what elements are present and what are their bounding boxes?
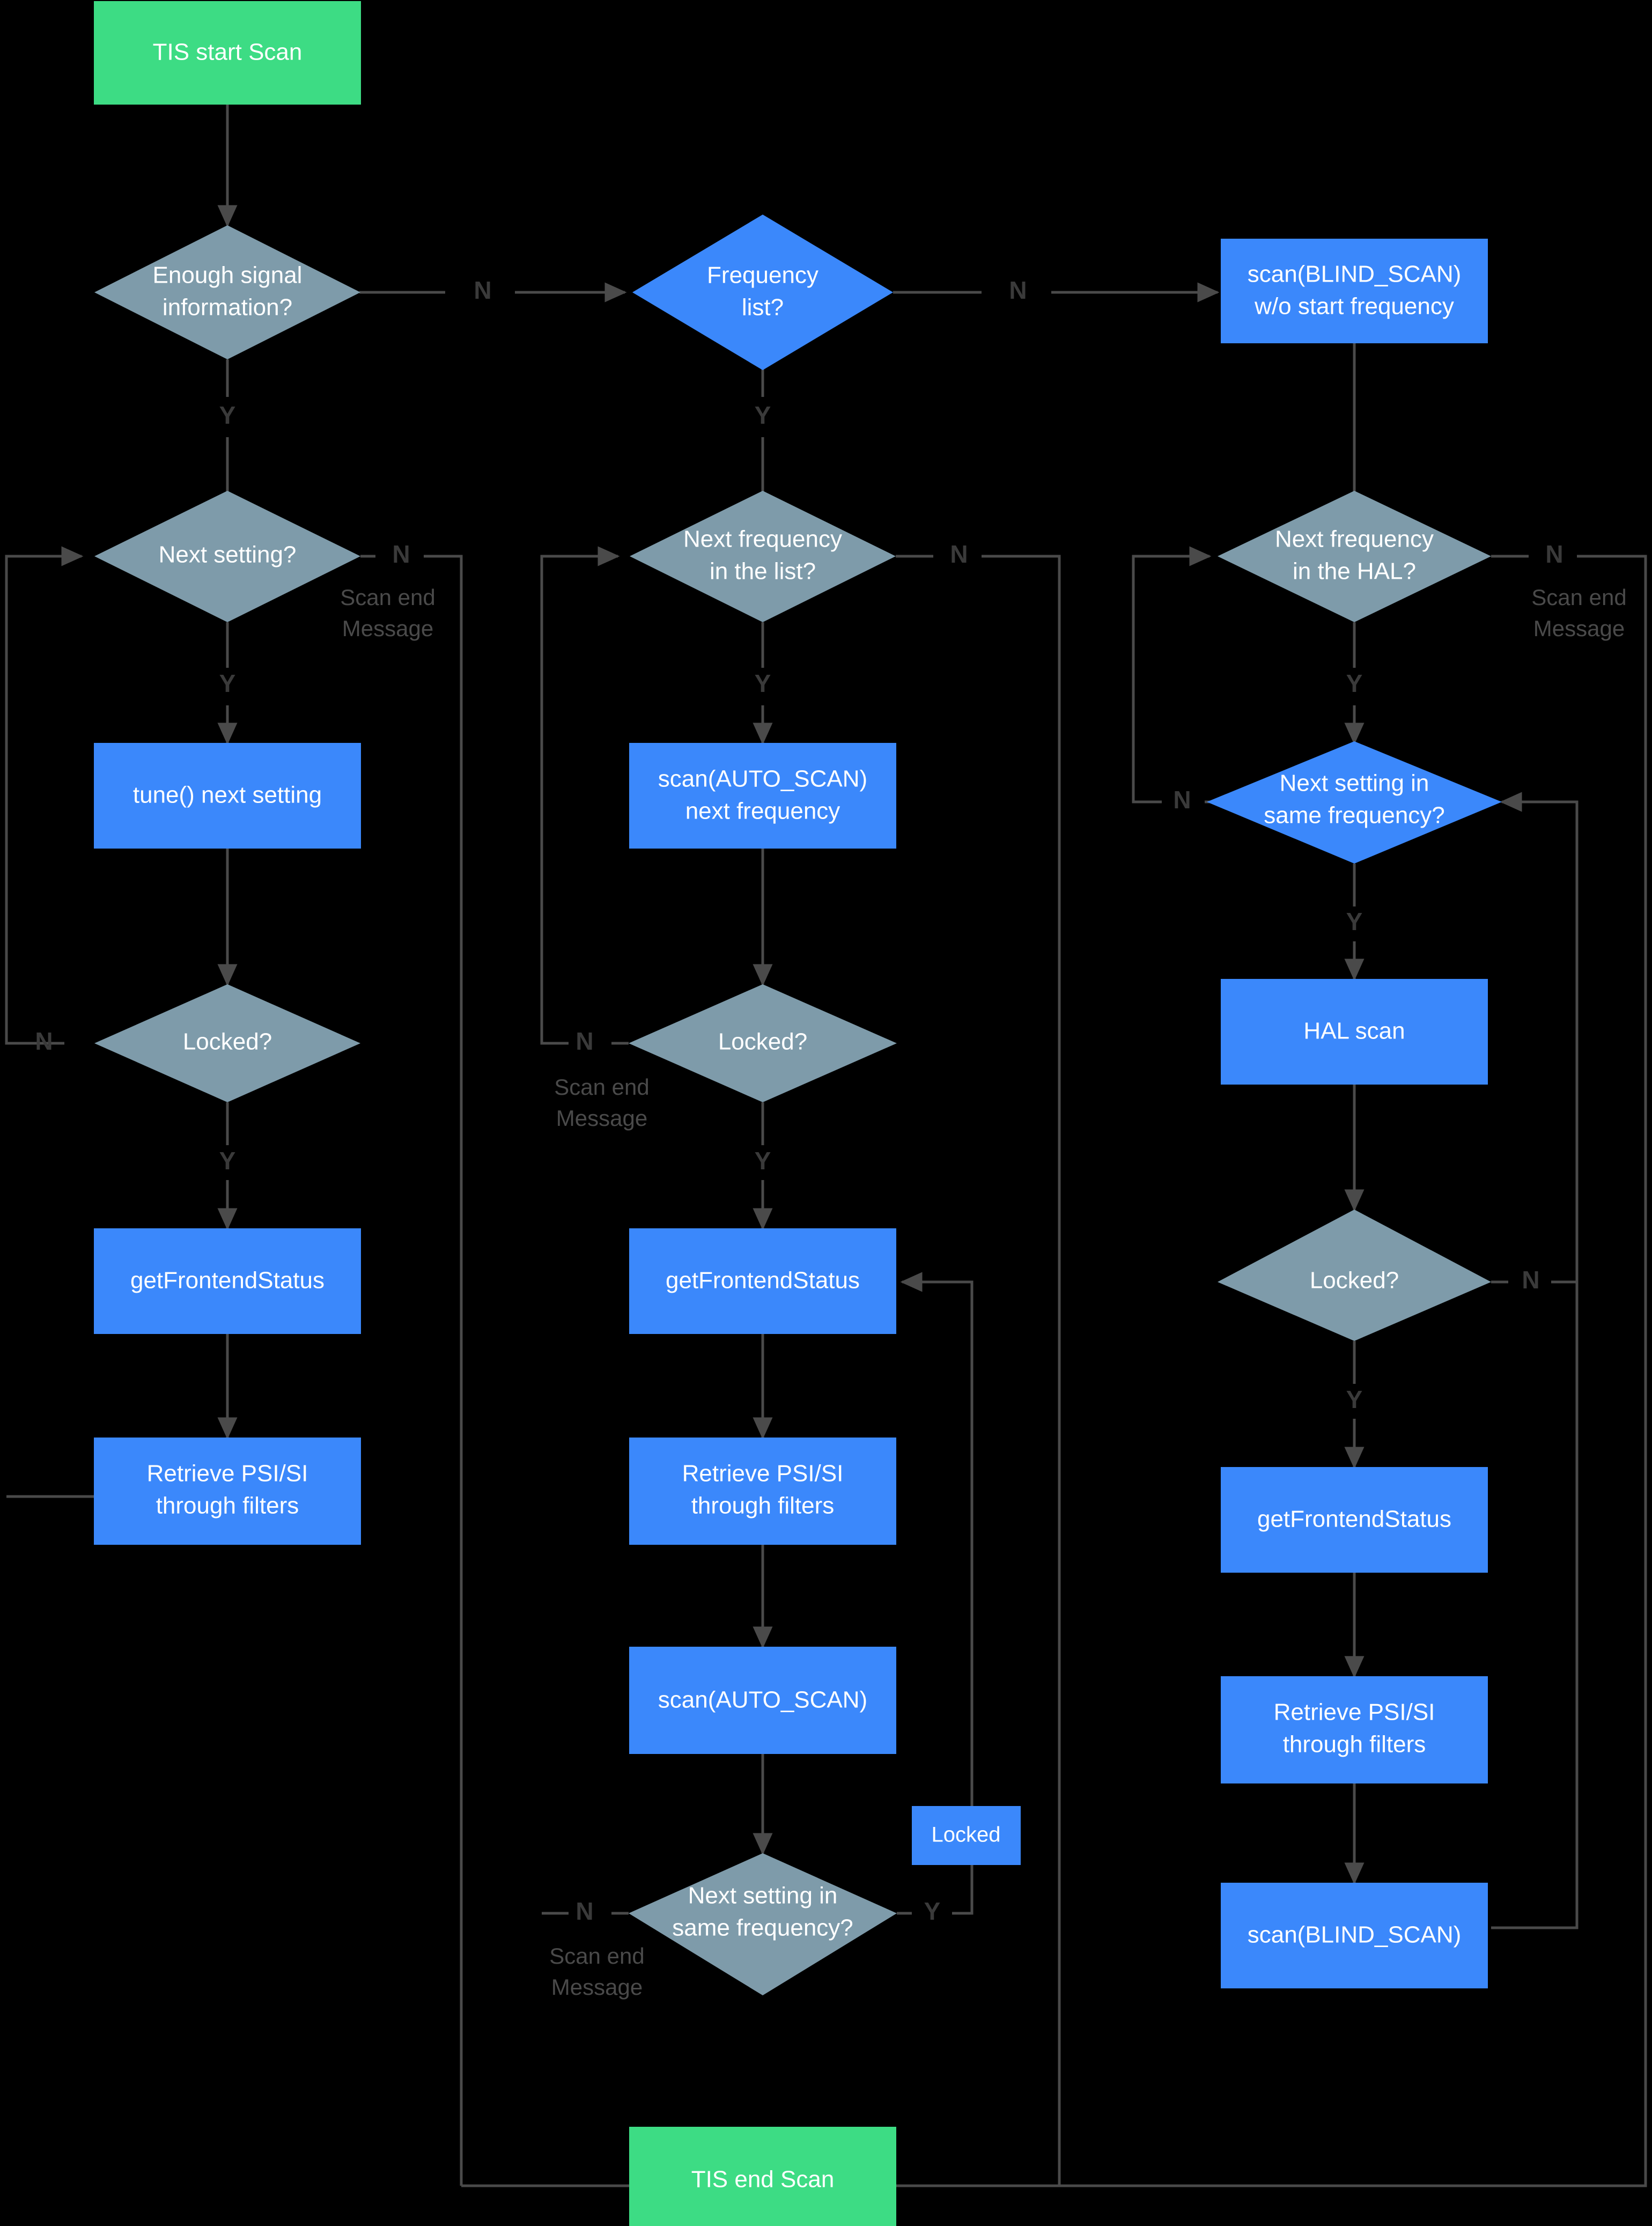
node-locked-mid[interactable]: Locked? xyxy=(629,984,897,1102)
svg-text:Scan end: Scan end xyxy=(549,1943,644,1969)
svg-text:Message: Message xyxy=(342,616,433,641)
branch-label-n-next-freq-list: N xyxy=(950,540,968,568)
node-tune-next-setting[interactable]: tune() next setting xyxy=(94,743,361,849)
node-locked-left[interactable]: Locked? xyxy=(94,984,360,1102)
branch-label-y-locked-right: Y xyxy=(1346,1385,1363,1413)
branch-label-y-enough-signal: Y xyxy=(219,401,236,429)
edge-nssf-mid-y-b xyxy=(900,1272,974,1915)
branch-label-y-nssf-right: Y xyxy=(1346,908,1363,935)
branch-letters-layer: N Y N Y N Y N Y N Y N Y N Y N Y N Y N Y xyxy=(35,276,1563,1925)
branch-label-n-next-setting: N xyxy=(392,540,410,568)
node-next-setting-in-same-frequency-mid[interactable]: Next setting in same frequency? xyxy=(629,1853,897,1995)
edge-nssf-right-n-b xyxy=(1132,546,1212,804)
node-next-frequency-in-the-hal[interactable]: Next frequency in the HAL? xyxy=(1218,491,1491,622)
edges-layer xyxy=(5,105,1647,2196)
node-retrieve-psi-si-left[interactable]: Retrieve PSI/SI through filters xyxy=(94,1438,361,1545)
node-next-frequency-in-the-list[interactable]: Next frequency in the list? xyxy=(630,491,896,622)
node-retrieve-psi-si-right[interactable]: Retrieve PSI/SI through filters xyxy=(1221,1676,1488,1783)
edge-blindscan-loop xyxy=(1491,792,1579,1929)
branch-label-y-freq-list: Y xyxy=(755,401,771,429)
node-scan-blind-scan[interactable]: scan(BLIND_SCAN) xyxy=(1221,1883,1488,1988)
edge-nfh-n-b xyxy=(856,555,1647,2196)
node-next-setting[interactable]: Next setting? xyxy=(94,491,360,622)
note-scan-end-mid-nssf: Scan end Message xyxy=(549,1943,644,2000)
node-hal-scan[interactable]: HAL scan xyxy=(1221,979,1488,1085)
node-scan-auto-scan[interactable]: scan(AUTO_SCAN) xyxy=(629,1647,896,1754)
node-locked-right[interactable]: Locked? xyxy=(1218,1210,1491,1341)
node-getfrontendstatus-left[interactable]: getFrontendStatus xyxy=(94,1228,361,1334)
nodes-layer: TIS start Scan Enough signal information… xyxy=(94,1,1502,2226)
branch-label-y-next-freq-hal: Y xyxy=(1346,669,1363,697)
scan-end-notes-layer: Scan end Message Scan end Message Scan e… xyxy=(340,585,1626,2000)
branch-label-n-enough-signal: N xyxy=(474,276,491,304)
svg-text:Message: Message xyxy=(556,1105,647,1131)
node-scan-auto-scan-next-frequency[interactable]: scan(AUTO_SCAN) next frequency xyxy=(629,743,896,849)
note-scan-end-left: Scan end Message xyxy=(340,585,435,641)
node-scan-blind-scan-wo-start-frequency[interactable]: scan(BLIND_SCAN) w/o start frequency xyxy=(1221,239,1488,343)
node-getfrontendstatus-right[interactable]: getFrontendStatus xyxy=(1221,1467,1488,1573)
branch-label-n-locked-right: N xyxy=(1522,1266,1539,1294)
svg-text:Scan end: Scan end xyxy=(340,585,435,610)
svg-text:Scan end: Scan end xyxy=(554,1074,649,1100)
branch-label-y-locked-mid: Y xyxy=(755,1147,771,1175)
node-locked-tag[interactable]: Locked xyxy=(912,1806,1021,1865)
svg-text:Scan end: Scan end xyxy=(1531,585,1626,610)
branch-label-y-nssf-mid: Y xyxy=(924,1897,941,1925)
note-scan-end-right: Scan end Message xyxy=(1531,585,1626,641)
branch-label-n-nssf-right: N xyxy=(1173,786,1191,814)
svg-text:Message: Message xyxy=(1533,616,1625,641)
node-tis-start-scan[interactable]: TIS start Scan xyxy=(94,1,361,105)
branch-label-n-nssf-mid: N xyxy=(576,1897,593,1925)
edge-next-setting-n-b xyxy=(424,555,463,2186)
node-next-setting-in-same-frequency-right[interactable]: Next setting in same frequency? xyxy=(1207,741,1502,864)
node-tis-end-scan[interactable]: TIS end Scan xyxy=(629,2127,896,2226)
node-enough-signal-information[interactable]: Enough signal information? xyxy=(94,225,360,359)
branch-label-y-next-freq-list: Y xyxy=(755,669,771,697)
branch-label-y-locked-left: Y xyxy=(219,1147,236,1175)
edge-locked-mid-n-b xyxy=(540,546,620,1045)
branch-label-n-locked-mid: N xyxy=(576,1027,593,1055)
node-retrieve-psi-si-mid[interactable]: Retrieve PSI/SI through filters xyxy=(629,1438,896,1545)
node-frequency-list[interactable]: Frequency list? xyxy=(632,215,893,370)
note-scan-end-mid-locked: Scan end Message xyxy=(554,1074,649,1131)
svg-text:Message: Message xyxy=(551,1974,643,2000)
branch-label-n-locked-left: N xyxy=(35,1027,53,1055)
branch-label-y-next-setting: Y xyxy=(219,669,236,697)
node-getfrontendstatus-mid[interactable]: getFrontendStatus xyxy=(629,1228,896,1334)
edge-nfl-n-b xyxy=(982,555,1061,2186)
branch-label-n-freq-list: N xyxy=(1009,276,1027,304)
branch-label-n-next-freq-hal: N xyxy=(1545,540,1563,568)
edge-locked-left-n-b xyxy=(5,546,84,1045)
